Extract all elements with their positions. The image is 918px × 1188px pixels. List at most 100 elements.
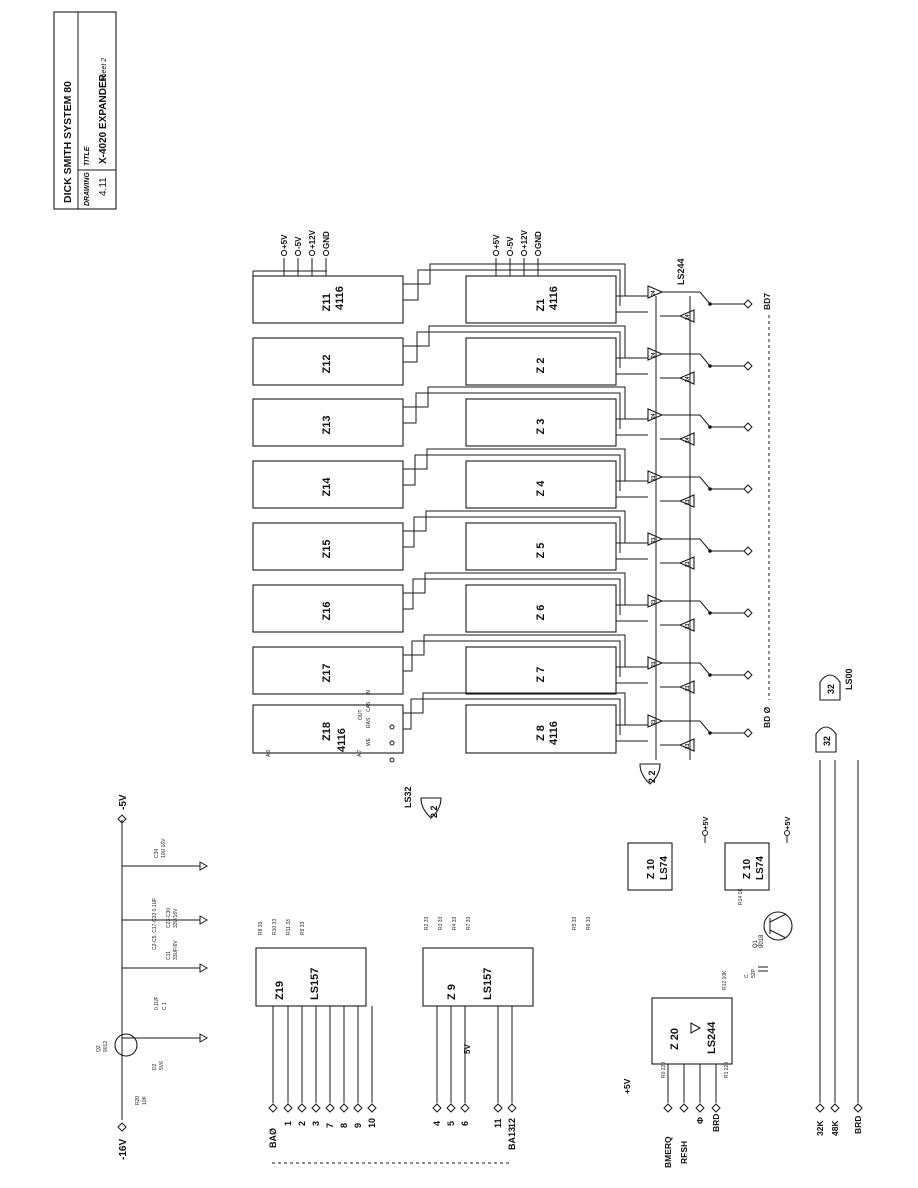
resistor-label: R12 10K: [722, 970, 728, 990]
z18-pin-we: WE: [366, 737, 372, 746]
gate-22-ls32-id: 2 2: [429, 805, 439, 818]
upper-rail-plus5: +5V: [280, 234, 289, 249]
address-input-label: 6: [460, 1121, 470, 1126]
buffer-num: 24: [651, 413, 657, 419]
control-input-label: BRD: [711, 1114, 721, 1132]
control-connector: [711, 1103, 721, 1113]
ram-lower-box: [465, 646, 617, 695]
bottom-input-label: 32K: [815, 1120, 825, 1136]
cap-52p: C 52P: [744, 966, 768, 978]
ram-lower-box: [465, 275, 617, 324]
buffer-tri-out: [678, 556, 695, 570]
ram-upper-id: Z15: [321, 540, 333, 559]
ram-lower-id: Z 8: [535, 725, 547, 741]
address-input-label: 11: [493, 1118, 503, 1128]
resistor-label: R1 220: [724, 1062, 730, 1078]
gate-32-a: 32: [822, 736, 832, 746]
z18-pin-a0: A 0: [266, 750, 272, 757]
resistor-label: R7 33: [466, 916, 472, 930]
ram-lower-row: Z1Z 2Z 3Z 4Z 5Z 6Z 7Z 8: [465, 275, 617, 754]
mux-5v-label: 5V: [463, 1044, 472, 1054]
address-connector: [268, 1103, 278, 1113]
address-connector: [432, 1103, 442, 1113]
ram-lower-id: Z 6: [535, 605, 547, 621]
ram-lower-id: Z 4: [535, 480, 547, 497]
upper-rail-plus12: +12V: [308, 229, 317, 249]
z11-part-label: 4116: [334, 286, 346, 310]
c1-val: 0.1UF: [154, 996, 160, 1010]
z8-part-label: 4116: [548, 721, 560, 745]
ff-b-supply: +5V: [783, 816, 792, 830]
address-input-label: 1: [283, 1121, 293, 1126]
address-connector: [367, 1103, 377, 1113]
control-connector: [695, 1103, 705, 1113]
ff-b-id: Z 10: [742, 859, 753, 879]
address-connector: [460, 1103, 470, 1113]
buffer-tri-out: [678, 309, 695, 323]
bottom-connector: [830, 1103, 840, 1113]
transistor-q1: Q1 9018: [753, 911, 793, 948]
title-drawing-number: 4.11: [98, 177, 109, 196]
ram-upper-id: Z13: [321, 416, 333, 435]
address-input-label: 5: [446, 1121, 456, 1126]
z9-part: LS157: [482, 968, 494, 1000]
buffer-num: 24: [651, 352, 657, 358]
rail-minus5: -5V: [118, 794, 129, 810]
power-rails-upper: +5V -5V +12V GND: [252, 229, 331, 276]
buffer-tri-in: [647, 532, 664, 546]
ram-lower-box: [465, 522, 617, 571]
address-input-label: 9: [353, 1123, 363, 1128]
buffer-num: 21: [651, 661, 657, 667]
ram-lower-box: [465, 398, 617, 447]
buffer-num: 21: [685, 623, 691, 629]
z1-part-label: 4116: [548, 286, 560, 310]
buffer-tri-out: [678, 371, 695, 385]
address-input-label: 8: [339, 1123, 349, 1128]
data-bus-connector: [743, 422, 753, 432]
buffer-num: 24: [685, 314, 691, 320]
control-input-label: RFSH: [679, 1141, 689, 1164]
ram-data-wiring: [403, 263, 648, 742]
control-plus5: +5V: [622, 1078, 632, 1094]
buffer-tri-in: [647, 470, 664, 484]
nand-32-pair: 32 32 LS00: [815, 668, 854, 753]
q2-name: Q2: [96, 1045, 102, 1052]
flipflop-supply: +5V +5V: [701, 816, 792, 843]
bottom-input-label: BRD: [853, 1116, 863, 1134]
z20-part: LS244: [706, 1021, 718, 1054]
ram-lower-box: [465, 704, 617, 754]
buffer-num: 21: [685, 743, 691, 749]
ram-upper-id: Z14: [321, 477, 333, 497]
c11-val: 33UF/6V: [173, 940, 179, 960]
bottom-connector: [815, 1103, 825, 1113]
buffer-num: 21: [685, 499, 691, 505]
z20-id: Z 20: [669, 1028, 681, 1050]
ram-upper-id: Z18: [321, 722, 333, 741]
address-connector: [493, 1103, 503, 1113]
z20-ls244: Z 20 LS244: [651, 997, 733, 1065]
gate-32-b: 32: [826, 684, 836, 694]
address-connector: [311, 1103, 321, 1113]
ram-lower-id: Z1: [535, 299, 547, 312]
data-bus-connector: [743, 670, 753, 680]
power-rails-lower: +5V -5V +12V GND: [492, 229, 543, 276]
rail-minus16: -16V: [118, 1139, 129, 1160]
title-sheet: Sheet 2: [101, 58, 108, 82]
ba13-label: BA13: [507, 1127, 517, 1150]
ff-a-supply: +5V: [701, 816, 710, 830]
z9-ls157: Z 9 LS157 5V: [422, 947, 534, 1054]
address-connector: [446, 1103, 456, 1113]
z19-part: LS157: [309, 968, 321, 1000]
resistor-label: R2 33: [424, 916, 430, 930]
power-section: -5V -16V Q2 9012 R20 10K D2 5V6 0.1UF C …: [96, 794, 209, 1160]
z18-pin-cas: CAS: [366, 701, 372, 712]
address-connector: [297, 1103, 307, 1113]
buffer-tri-in: [647, 347, 664, 361]
resistor-label: R4 33: [452, 916, 458, 930]
c34-name: C34: [154, 849, 160, 858]
control-input-label: Φ: [695, 1117, 705, 1124]
c34-val: 10U 16V: [161, 838, 167, 858]
